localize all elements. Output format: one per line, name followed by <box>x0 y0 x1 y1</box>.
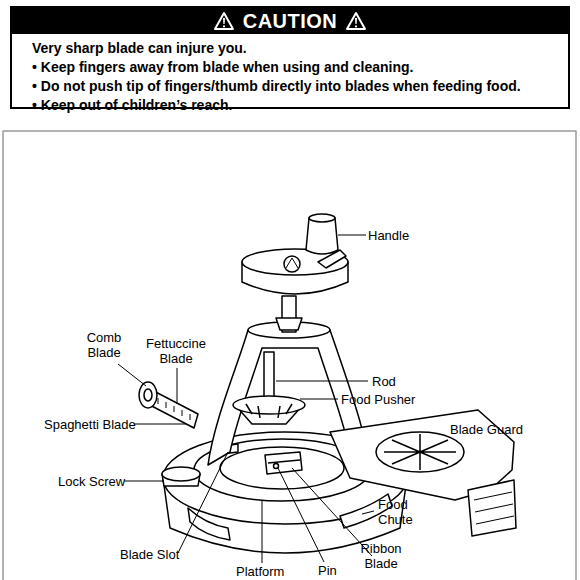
part-label: Platform <box>236 564 306 579</box>
frame <box>3 131 576 580</box>
leader-line <box>292 468 372 556</box>
leader-line <box>338 235 366 236</box>
shaft-collar <box>276 318 302 330</box>
caution-box: CAUTIONVery sharp blade can injure you.•… <box>10 6 570 109</box>
warning-triangle <box>213 11 235 31</box>
guard-star <box>384 434 456 470</box>
caution-header: CAUTION <box>12 8 568 34</box>
logo-mark <box>286 258 298 268</box>
comb-blade-hub <box>144 389 152 401</box>
chute-opening <box>188 508 230 540</box>
part-label: Rod <box>372 374 432 389</box>
leader-line <box>262 500 263 563</box>
caution-body: Very sharp blade can injure you.• Keep f… <box>12 34 568 115</box>
guard-tab <box>468 480 516 536</box>
caution-title: CAUTION <box>243 8 338 34</box>
ribbon-blade <box>265 452 302 474</box>
leader-line <box>134 424 186 425</box>
part-label: Food Chute <box>378 497 420 527</box>
part-label: Lock Screw <box>58 474 138 489</box>
food-pusher <box>233 396 305 414</box>
caution-text: • Keep out of children’s reach. <box>32 96 568 115</box>
part-label: Fettuccine Blade <box>140 336 212 366</box>
handle-top <box>309 214 335 222</box>
caution-text: Very sharp blade can injure you. <box>32 39 568 58</box>
leader-lines <box>118 235 374 563</box>
logo-mark <box>284 256 300 272</box>
platform-ring <box>220 447 344 489</box>
leader-line <box>178 452 228 553</box>
rod <box>264 352 274 400</box>
blade-strip <box>144 388 198 428</box>
part-label: Ribbon Blade <box>358 541 404 571</box>
blade-teeth <box>158 398 190 420</box>
leader-line <box>362 511 374 514</box>
part-label: Food Pusher <box>341 392 441 407</box>
part-label: Comb Blade <box>80 330 128 360</box>
handle-knob <box>306 218 338 254</box>
part-label: Blade Guard <box>450 422 550 437</box>
guard-grip <box>474 492 514 524</box>
pusher-spikes <box>246 404 292 418</box>
pin <box>274 464 279 469</box>
lock-screw-top <box>162 467 200 481</box>
leader-line <box>124 481 164 482</box>
caution-text: • Do not push tip of fingers/thumb direc… <box>32 77 568 96</box>
caution-text: • Keep fingers away from blade when usin… <box>32 58 568 77</box>
part-label: Pin <box>318 563 358 578</box>
leader-line <box>300 399 338 400</box>
blade-edge <box>268 460 300 463</box>
leader-line <box>177 368 178 404</box>
guard-ring <box>376 432 464 472</box>
warning-triangle <box>345 11 367 31</box>
comb-blade <box>139 382 157 408</box>
part-label: Handle <box>368 228 448 243</box>
leader-line <box>278 468 324 562</box>
leader-line <box>118 364 146 386</box>
leader-line <box>276 381 368 382</box>
part-label: Spaghetti Blade <box>44 417 144 432</box>
part-label: Blade Slot <box>120 547 200 562</box>
